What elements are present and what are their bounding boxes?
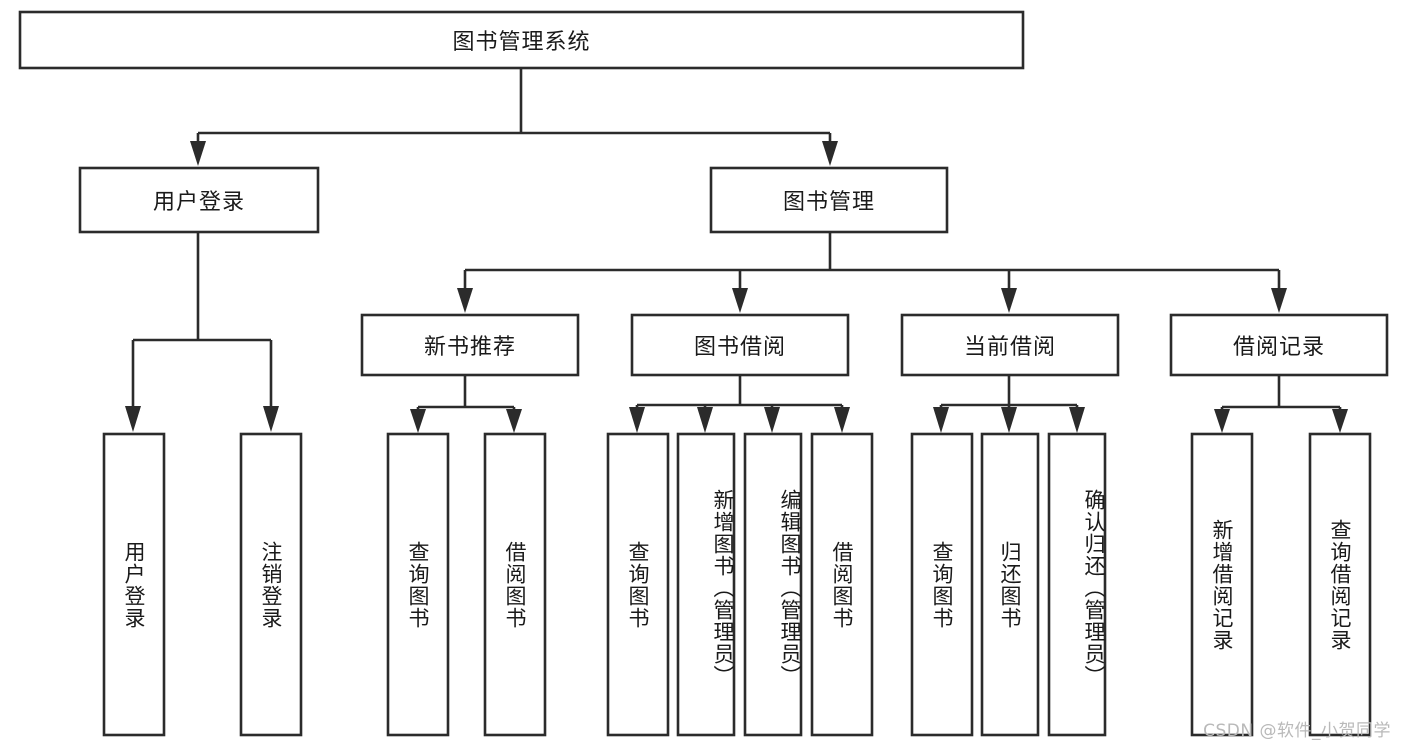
node-box-leaf-current-borrow-2[interactable]	[1047, 432, 1107, 737]
connectors-user-login-children	[125, 232, 279, 432]
node-box-new-book-recommend[interactable]	[360, 313, 580, 377]
connectors-new-book-children	[410, 375, 522, 433]
connectors-book-mgmt-children	[457, 232, 1287, 313]
arrowhead-user-login	[190, 141, 206, 166]
node-box-borrow-record[interactable]	[1169, 313, 1389, 377]
connectors-borrow-record-children	[1214, 375, 1348, 433]
connectors-root-to-level2	[190, 68, 838, 166]
arrowhead-leaf-new-book-1	[506, 409, 522, 433]
arrowhead-leaf-borrow-book-1	[697, 407, 713, 433]
arrowhead-leaf-borrow-book-2	[764, 407, 780, 433]
arrowhead-borrow-record	[1271, 288, 1287, 313]
node-box-leaf-borrow-book-1[interactable]	[676, 432, 736, 737]
arrowhead-leaf-borrow-book-0	[629, 407, 645, 433]
node-box-current-borrow[interactable]	[900, 313, 1120, 377]
node-box-leaf-current-borrow-1[interactable]	[980, 432, 1040, 737]
node-box-book-borrow[interactable]	[630, 313, 850, 377]
connectors-borrow-book-children	[629, 375, 850, 433]
arrowhead-current-borrow	[1001, 288, 1017, 313]
arrowhead-borrow-book	[732, 288, 748, 313]
arrowhead-leaf-current-borrow-2	[1069, 407, 1085, 433]
arrowhead-leaf-user-login-0	[125, 406, 141, 432]
node-box-leaf-borrow-record-1[interactable]	[1308, 432, 1372, 737]
arrowhead-leaf-borrow-book-3	[834, 407, 850, 433]
node-box-user-login[interactable]	[78, 166, 320, 234]
arrowhead-leaf-user-login-1	[263, 406, 279, 432]
node-box-leaf-borrow-book-0[interactable]	[606, 432, 670, 737]
arrowhead-leaf-current-borrow-1	[1001, 407, 1017, 433]
arrowhead-new-book	[457, 288, 473, 313]
arrowhead-leaf-borrow-record-0	[1214, 409, 1230, 433]
arrowhead-leaf-current-borrow-0	[933, 407, 949, 433]
node-box-root[interactable]	[18, 10, 1025, 70]
arrowhead-book-mgmt	[822, 141, 838, 166]
node-box-leaf-borrow-record-0[interactable]	[1190, 432, 1254, 737]
node-box-book-management[interactable]	[709, 166, 949, 234]
node-box-leaf-user-login-1[interactable]	[239, 432, 303, 737]
node-box-leaf-new-book-1[interactable]	[483, 432, 547, 737]
node-box-leaf-user-login-0[interactable]	[102, 432, 166, 737]
arrowhead-leaf-new-book-0	[410, 409, 426, 433]
node-box-leaf-borrow-book-2[interactable]	[743, 432, 803, 737]
node-box-leaf-new-book-0[interactable]	[386, 432, 450, 737]
connectors-current-borrow-children	[933, 375, 1085, 433]
arrowhead-leaf-borrow-record-1	[1332, 409, 1348, 433]
csdn-watermark: CSDN @软件_小贺同学	[1203, 721, 1391, 741]
node-box-leaf-borrow-book-3[interactable]	[810, 432, 874, 737]
node-box-leaf-current-borrow-0[interactable]	[910, 432, 974, 737]
